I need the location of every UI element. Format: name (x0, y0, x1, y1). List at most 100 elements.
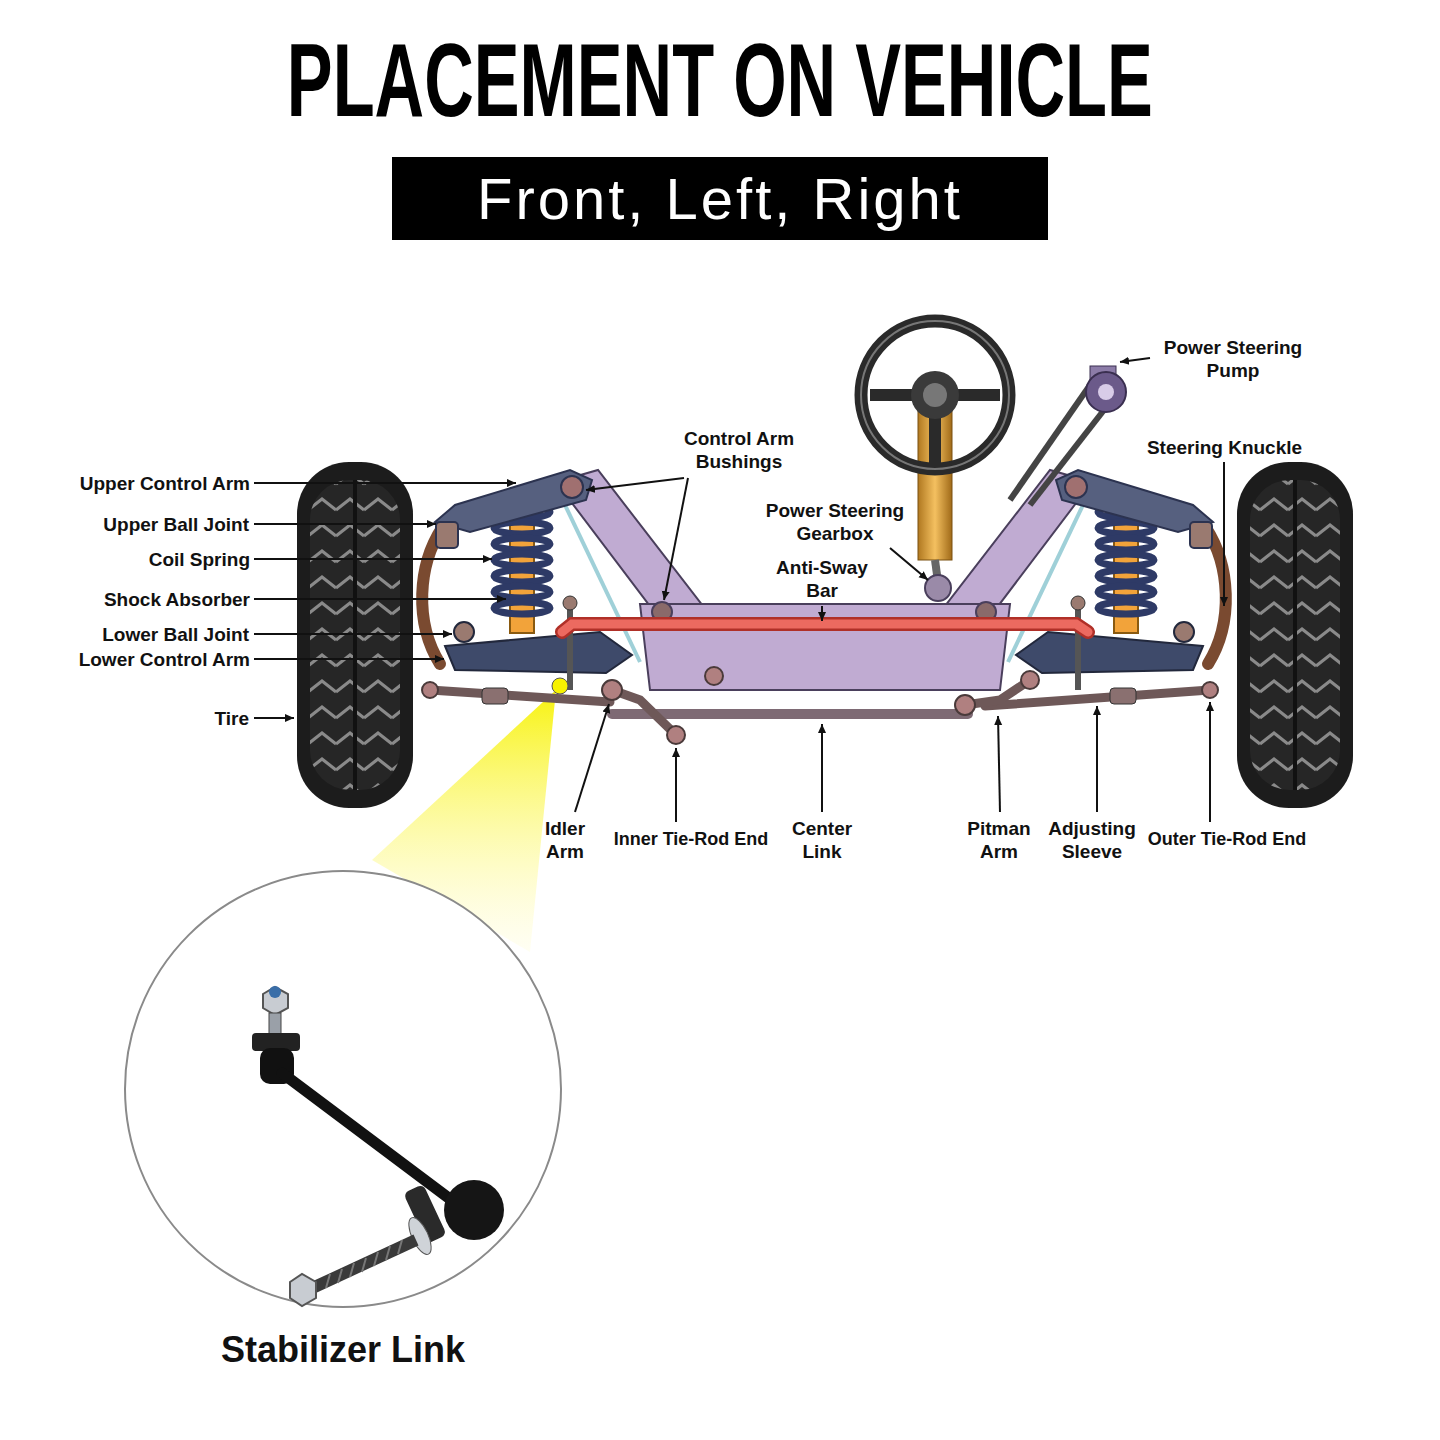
part-label: Center Link (780, 817, 864, 863)
illustration-part (563, 596, 577, 610)
illustration-part (482, 688, 508, 704)
title-box: PLACEMENT ON VEHICLE (0, 28, 1440, 132)
label-holder: Adjusting Sleeve (1036, 817, 1148, 863)
illustration-part (861, 321, 1009, 469)
illustration-part (1250, 480, 1340, 790)
steering-wheel-drawing (861, 321, 1126, 601)
label-holder: Control Arm Bushings (664, 427, 814, 473)
illustration-part (911, 371, 959, 419)
shock-absorber-drawing (510, 498, 1138, 633)
part-label: Coil Spring (147, 548, 250, 571)
illustration-part (586, 478, 684, 490)
illustration-part (1223, 462, 1225, 606)
illustration-part (422, 682, 438, 698)
illustration-part (1098, 554, 1154, 566)
illustration-part (1098, 586, 1154, 598)
illustration-part (494, 570, 550, 582)
label-holder: Coil Spring (147, 548, 250, 571)
illustration-part (664, 478, 688, 600)
part-label: Steering Knuckle (1146, 436, 1303, 459)
illustration-part (562, 624, 1088, 632)
illustration-part (308, 1240, 416, 1290)
label-holder: Upper Control Arm (78, 472, 250, 495)
part-label: Inner Tie-Rod End (613, 828, 769, 851)
tire-drawing (297, 462, 1353, 808)
illustration-part (612, 690, 676, 735)
illustration-part (254, 558, 492, 560)
illustration-part (444, 1180, 504, 1240)
illustration-part (1075, 600, 1081, 690)
illustration-part (1065, 476, 1087, 498)
illustration-part (494, 602, 550, 614)
illustration-part (1293, 480, 1297, 790)
illustration-part (1071, 596, 1085, 610)
label-holder: Upper Ball Joint (102, 513, 249, 536)
illustration-part (254, 658, 444, 660)
illustration-part (1096, 706, 1098, 812)
illustration-part (675, 748, 677, 822)
stabilizer-link-photo (252, 986, 504, 1306)
illustration-part (1174, 622, 1194, 642)
illustration-part (923, 383, 947, 407)
illustration-part (254, 523, 436, 525)
part-label: Control Arm Bushings (664, 427, 814, 473)
illustration-part (1086, 372, 1126, 412)
part-photo-circle (122, 868, 564, 1380)
illustration-part (125, 871, 561, 1307)
part-name: Stabilizer Link (122, 1330, 564, 1370)
illustration-part (254, 598, 506, 600)
coil-spring-drawing (494, 506, 1154, 614)
label-holder: Lower Ball Joint (101, 623, 249, 646)
illustration-part (1120, 358, 1150, 362)
label-holder: Inner Tie-Rod End (613, 828, 769, 851)
page-title: PLACEMENT ON VEHICLE (287, 28, 1153, 132)
part-label: Lower Control Arm (77, 648, 250, 671)
part-label: Power Steering Pump (1147, 336, 1319, 382)
anti-sway-bar-drawing (552, 596, 1088, 694)
illustration-part (821, 724, 823, 812)
illustration-part (254, 633, 452, 635)
illustration-part (1190, 522, 1212, 548)
illustration-part (494, 554, 550, 566)
label-holder: Center Link (780, 817, 864, 863)
illustration-part (556, 470, 706, 622)
label-holder: Shock Absorber (102, 588, 250, 611)
frame-drawing (556, 470, 1092, 690)
illustration-part (263, 987, 288, 1015)
illustration-part (1209, 702, 1211, 822)
part-label: Tire (213, 707, 249, 730)
part-label: Upper Control Arm (78, 472, 250, 495)
illustration-part (640, 604, 1010, 690)
illustration-part (326, 1240, 402, 1288)
illustration-part (290, 1274, 316, 1306)
illustration-part (667, 726, 685, 744)
illustration-part (269, 1013, 281, 1035)
illustration-part (1021, 671, 1039, 689)
illustration-part (575, 704, 609, 812)
illustration-part (269, 986, 281, 998)
label-holder: Idler Arm (529, 817, 601, 863)
part-label: Lower Ball Joint (101, 623, 249, 646)
illustration-part (454, 622, 474, 642)
part-label: Shock Absorber (102, 588, 250, 611)
illustration-part (1237, 462, 1353, 808)
illustration-part (998, 716, 1000, 812)
illustration-part (1098, 602, 1154, 614)
part-label: Pitman Arm (957, 817, 1041, 863)
illustration-part (861, 321, 1009, 469)
illustration-part (254, 717, 294, 719)
illustration-part (254, 482, 516, 484)
illustration-part (602, 680, 622, 700)
part-label: Upper Ball Joint (102, 513, 249, 536)
illustration-part (1056, 470, 1213, 532)
label-holder: Lower Control Arm (77, 648, 250, 671)
label-holder: Power Steering Pump (1147, 336, 1319, 382)
band-text: Front, Left, Right (477, 167, 963, 231)
label-holder: Outer Tie-Rod End (1147, 828, 1307, 851)
caption-holder: Stabilizer Link (122, 1330, 564, 1370)
illustration-part (1110, 688, 1136, 704)
part-label: Power Steering Gearbox (746, 499, 924, 545)
illustration-part (1098, 570, 1154, 582)
illustration-part (821, 606, 823, 621)
